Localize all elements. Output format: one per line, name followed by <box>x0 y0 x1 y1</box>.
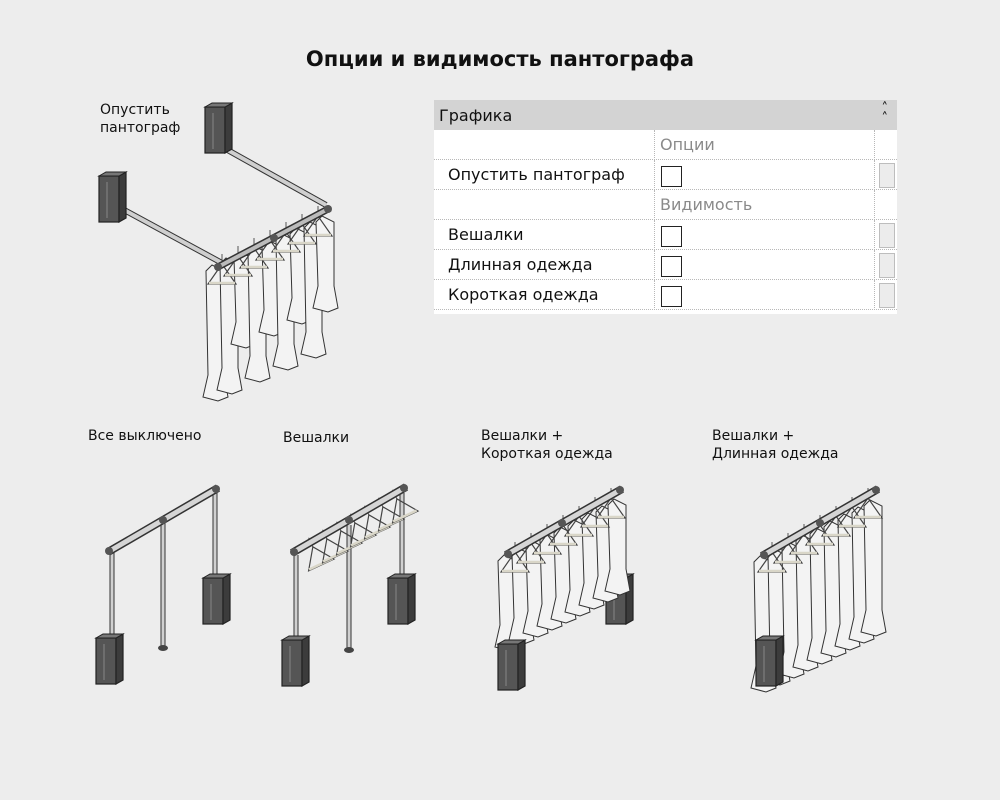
associate-parameter-button[interactable] <box>879 223 895 248</box>
page-title: Опции и видимость пантографа <box>305 47 695 71</box>
param-label-long-clothes: Длинная одежда <box>434 250 655 280</box>
caption-hangers: Вешалки <box>283 430 350 446</box>
graphics-group-header[interactable]: Графика ˄˄ <box>434 100 897 130</box>
associate-parameter-button[interactable] <box>879 283 895 308</box>
param-row-long-clothes: Длинная одежда <box>434 250 897 280</box>
options-group-row: Опции <box>434 130 897 160</box>
param-row-hangers: Вешалки <box>434 220 897 250</box>
hangers-long-illustration <box>750 485 887 693</box>
properties-panel: Графика ˄˄ Опции Опустить пантограф Види… <box>434 100 897 314</box>
hangers-illustration <box>281 482 420 687</box>
lowered-pantograph-illustration <box>98 102 339 402</box>
param-label-hangers: Вешалки <box>434 220 655 250</box>
associate-parameter-button[interactable] <box>879 253 895 278</box>
caption-hangers-short: Вешалки + Короткая одежда <box>481 428 613 462</box>
long-clothes-checkbox[interactable] <box>661 256 682 277</box>
hangers-checkbox[interactable] <box>661 226 682 247</box>
all-off-illustration <box>95 484 231 685</box>
lower-pantograph-checkbox[interactable] <box>661 166 682 187</box>
options-group-label: Опции <box>655 130 875 160</box>
param-label-short-clothes: Короткая одежда <box>434 280 655 310</box>
double-chevron-up-icon[interactable]: ˄˄ <box>881 101 889 126</box>
param-label-lower-pantograph: Опустить пантограф <box>434 160 655 190</box>
caption-all-off: Все выключено <box>88 428 202 444</box>
visibility-group-row: Видимость <box>434 190 897 220</box>
caption-lowered: Опустить пантограф <box>100 102 181 136</box>
visibility-group-label: Видимость <box>655 190 875 220</box>
associate-parameter-button[interactable] <box>879 163 895 188</box>
caption-hangers-long: Вешалки + Длинная одежда <box>712 428 839 462</box>
param-row-short-clothes: Короткая одежда <box>434 280 897 310</box>
param-row-lower-pantograph: Опустить пантограф <box>434 160 897 190</box>
graphics-group-title: Графика <box>439 105 513 125</box>
short-clothes-checkbox[interactable] <box>661 286 682 307</box>
hangers-short-illustration <box>494 485 634 691</box>
